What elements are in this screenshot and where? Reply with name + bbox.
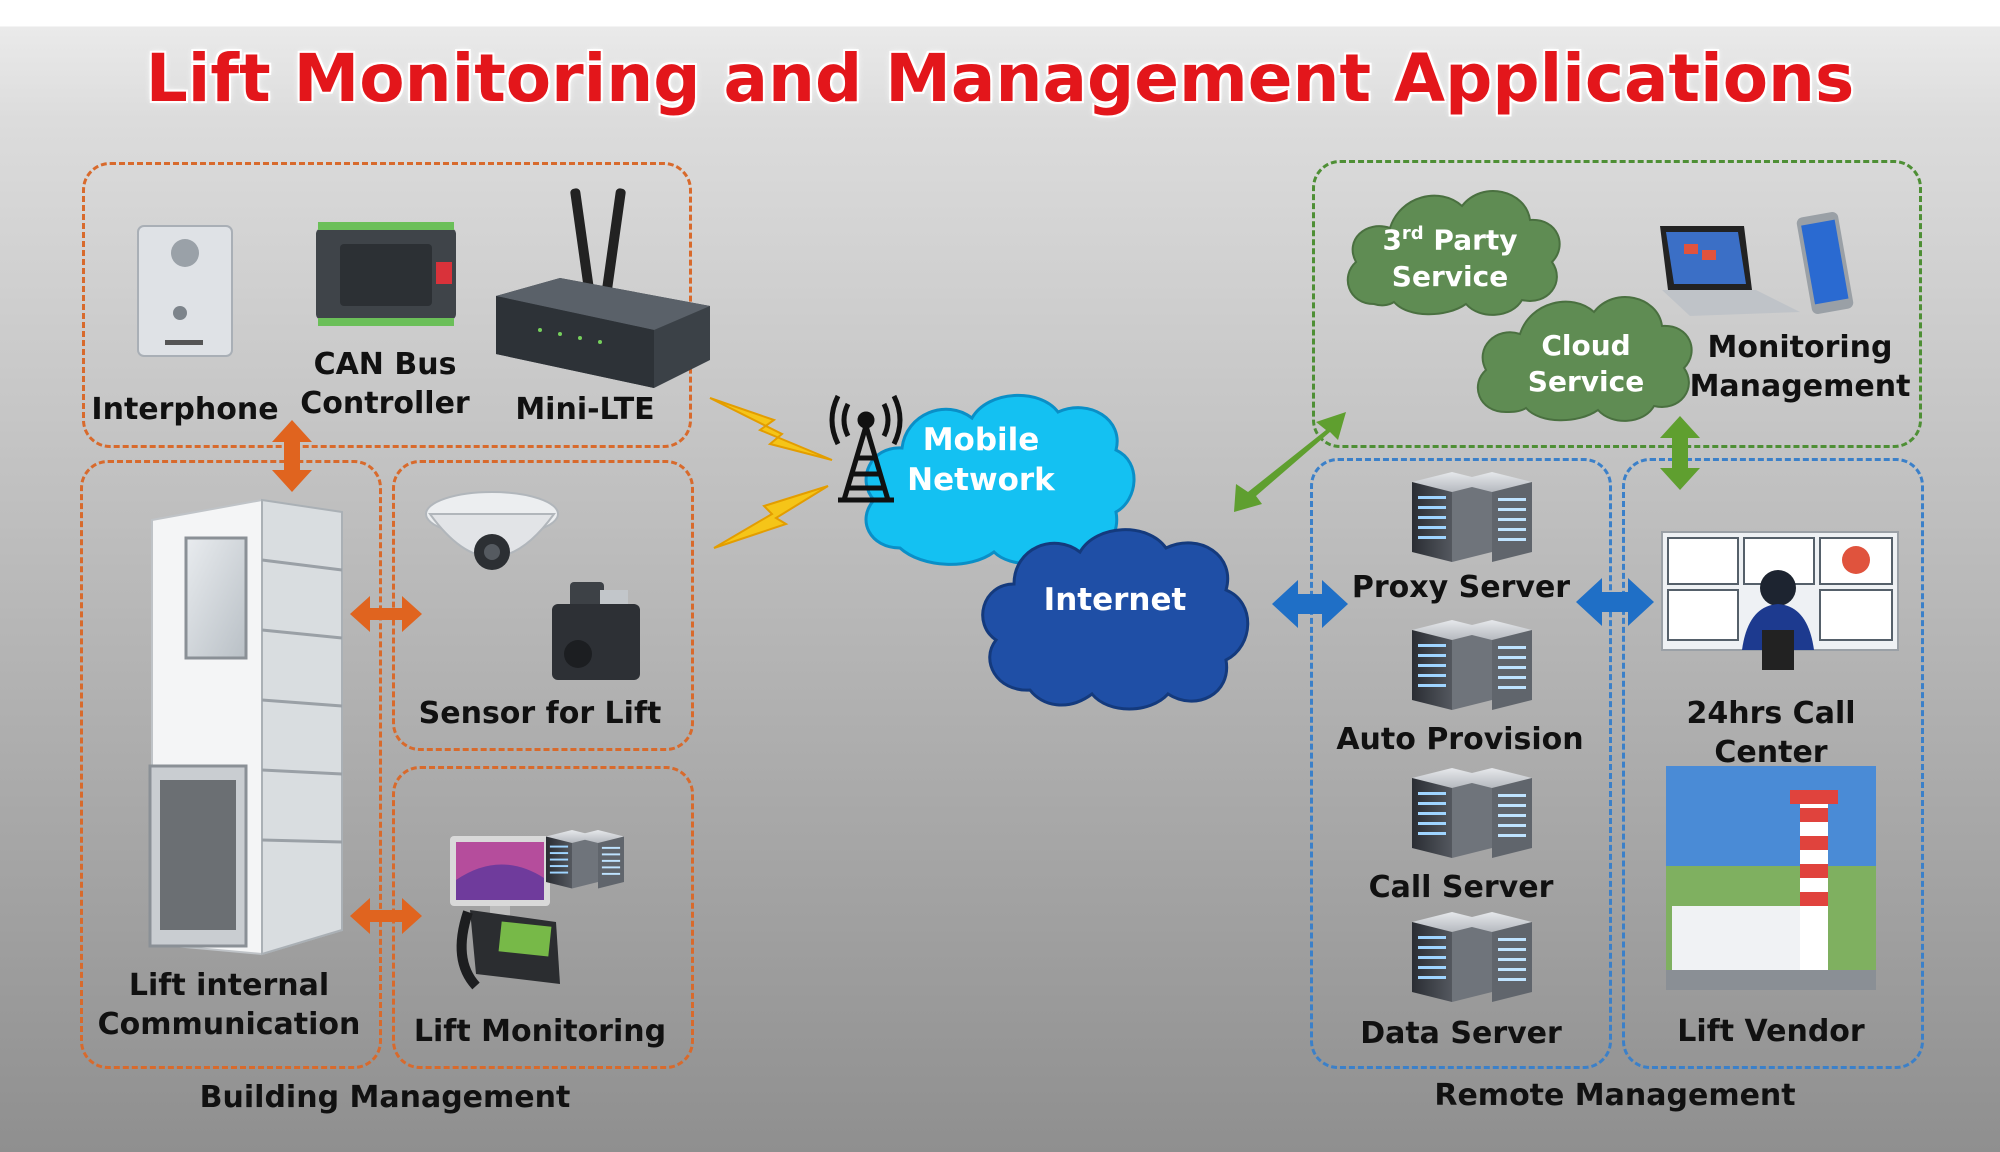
internet-cloud [981,528,1250,711]
mobile-network-line2: Network [907,462,1055,499]
building-management-caption: Building Management [199,1080,571,1115]
internet-servers-arrow [1272,580,1348,628]
proxy-server-image [1412,472,1532,562]
lift-monitoring-label: Lift Monitoring [413,1014,667,1049]
auto-provision-label: Auto Provision [1336,722,1584,757]
data-server-image [1412,912,1532,1002]
proxy-server-label: Proxy Server [1351,570,1571,605]
mini-lte-router-image [496,188,710,388]
lift-vendor-image [1666,766,1876,990]
data-server-label: Data Server [1360,1016,1562,1051]
mobile-network-line1: Mobile [922,422,1040,458]
servers-group [1310,458,1612,1069]
monitoring-callcenter-arrow [1660,416,1700,490]
sensor-label: Sensor for Lift [418,696,662,731]
lift-communication-line1: Lift internal [128,968,330,1003]
third-party-number: 3 [1382,223,1402,257]
mobile-network-label: Mobile Network [886,420,1076,501]
call-center-label: 24hrs Call Center [1686,696,1856,770]
lift-image [148,498,343,956]
call-server-image [1412,768,1532,858]
devices-lift-arrow [272,420,312,492]
limit-switch-image [552,582,640,680]
sensor-group [392,460,694,751]
cloud-service-line1: Cloud [1541,329,1631,362]
lift-group [80,460,382,1069]
lightning-bolts [709,397,833,549]
cloud-service-line2: Service [1527,365,1645,399]
third-party-cloud [1346,190,1561,316]
can-bus-controller-image [316,222,456,326]
servers-callcenter-arrow [1576,578,1654,626]
lift-communication-label: Lift internal Communication [84,966,374,1044]
imac-image [450,836,550,916]
tower-server-image [546,830,624,889]
can-bus-label-line2: Controller [300,386,470,421]
cloud-service-cloud [1476,296,1693,422]
lift-vendor-label: Lift Vendor [1677,1014,1865,1049]
third-party-suffix: rd [1401,223,1424,244]
call-center-group [1622,458,1924,1069]
third-party-service-label: 3rd Party Service [1360,222,1540,295]
laptop-image [1660,226,1800,316]
lift-monitoring-arrow [350,898,422,934]
internet-cloud-services-arrow [1234,412,1346,512]
page-title: Lift Monitoring and Management Applicati… [145,40,1855,117]
remote-management-caption: Remote Management [1434,1078,1796,1113]
camera-image [425,491,559,570]
third-party-line2: Service [1391,259,1509,293]
interphone-image [137,225,233,357]
cloud-services-group [1312,160,1922,448]
can-bus-label: CAN Bus Controller [290,345,480,423]
monitoring-line1: Monitoring [1707,330,1893,365]
monitoring-line2: Management [1689,369,1911,404]
monitoring-management-label: Monitoring Management [1680,328,1920,406]
call-center-image [1661,531,1899,670]
can-bus-label-line1: CAN Bus [313,347,457,382]
auto-provision-server-image [1412,620,1532,710]
ip-phone-image [456,910,560,990]
smartphone-image [1796,212,1854,314]
lift-sensor-arrow [350,596,422,632]
cell-tower-icon [829,394,903,503]
internet-label: Internet [1043,582,1187,618]
mini-lte-label: Mini-LTE [515,392,655,427]
third-party-party: Party [1423,223,1518,257]
lift-communication-line2: Communication [97,1007,361,1042]
call-server-label: Call Server [1368,870,1554,905]
third-party-line1: 3rd Party [1360,222,1540,259]
interphone-label: Interphone [91,392,279,427]
cloud-service-label: Cloud Service [1496,328,1676,401]
